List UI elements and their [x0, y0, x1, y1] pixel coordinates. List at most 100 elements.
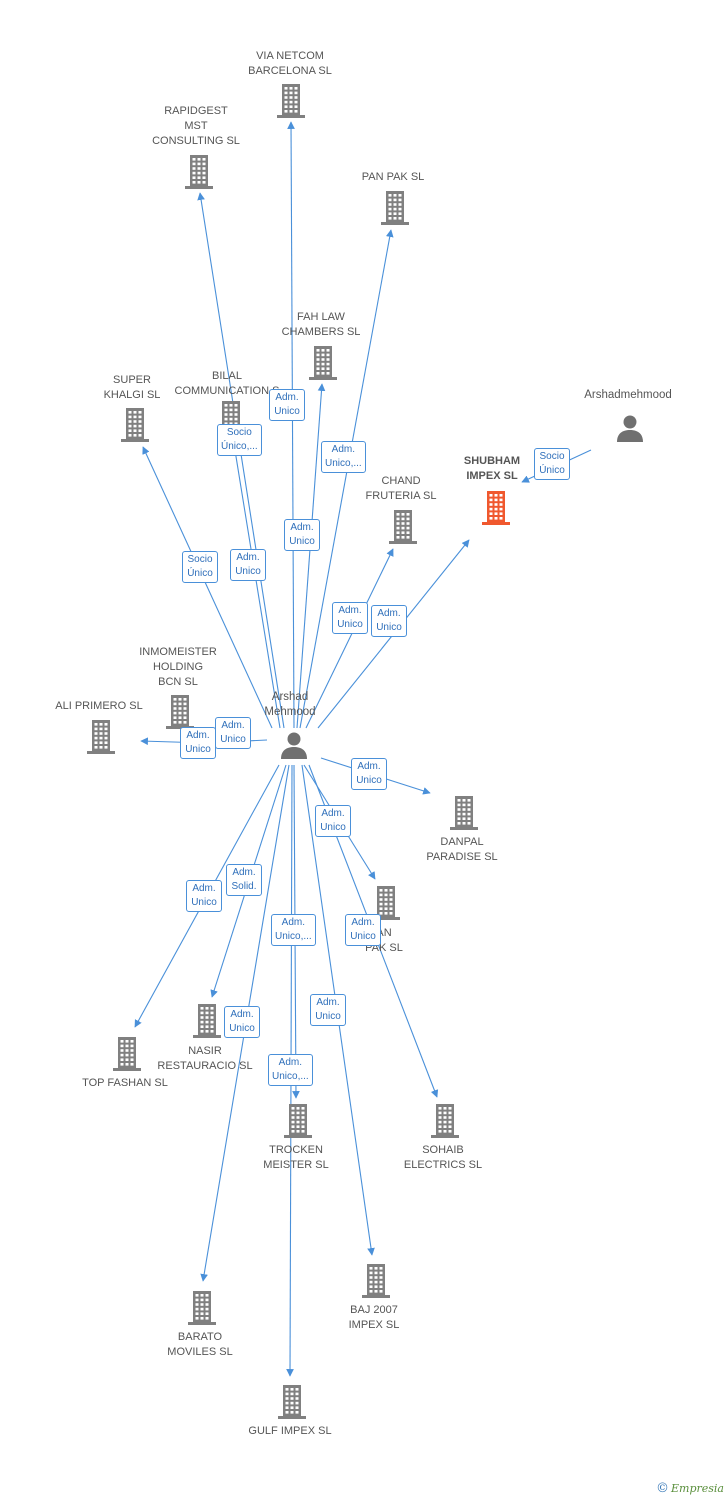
building-icon [193, 1004, 221, 1038]
company-label: VIA NETCOM BARCELONA SL [248, 50, 332, 77]
edge-label-shubham[interactable]: Adm. Unico [371, 605, 407, 637]
building-icon [450, 796, 478, 830]
company-label: GULF IMPEX SL [248, 1425, 332, 1437]
company-icon-super_khalgi[interactable] [119, 407, 151, 448]
company-icon-top_fashan[interactable] [111, 1036, 143, 1077]
edge-label-barato[interactable]: Adm. Unico [224, 1006, 260, 1038]
company-icon-pan_pak[interactable] [379, 190, 411, 231]
person-label: Arshad Mehmood [264, 691, 316, 718]
company-label: SOHAIB ELECTRICS SL [403, 1144, 483, 1171]
company-node-sohaib[interactable]: SOHAIB ELECTRICS SL [378, 1143, 508, 1173]
company-node-trocken[interactable]: TROCKEN MEISTER SL [231, 1143, 361, 1173]
edge-arshad-fah_law [296, 383, 326, 729]
company-node-ali_primero[interactable]: ALI PRIMERO SL [34, 699, 164, 714]
company-node-nasir[interactable]: NASIR RESTAURACIO SL [140, 1044, 270, 1074]
edge-label-rapidgest[interactable]: Adm. Unico [230, 549, 266, 581]
edge-arshad-chand [305, 548, 394, 729]
company-node-barato[interactable]: BARATO MOVILES SL [135, 1330, 265, 1360]
company-node-rapidgest[interactable]: RAPIDGEST MST CONSULTING SL [131, 104, 261, 149]
edge-label-nasir[interactable]: Adm. Solid. [226, 864, 262, 896]
company-label: ALI PRIMERO SL [55, 700, 143, 712]
brand-watermark: ©Empresia [656, 1481, 724, 1496]
building-icon [185, 155, 213, 189]
edge-label-ali_primero[interactable]: Adm. Unico [180, 727, 216, 759]
company-node-pan_pak[interactable]: PAN PAK SL [328, 170, 458, 185]
company-node-baj[interactable]: BAJ 2007 IMPEX SL [309, 1303, 439, 1333]
company-label: SUPER KHALGI SL [103, 374, 161, 401]
company-icon-fah_law[interactable] [307, 345, 339, 386]
edge-label-danpal[interactable]: Adm. Unico [351, 758, 387, 790]
building-icon [278, 1385, 306, 1419]
edge-label-shubham[interactable]: Socio Único [534, 448, 570, 480]
copyright-icon: © [656, 1481, 669, 1496]
person-icon [617, 415, 643, 442]
edge-arshad-via_netcom [287, 121, 295, 729]
company-icon-danpal[interactable] [448, 795, 480, 836]
edge-arshad-rapidgest [197, 192, 285, 729]
company-node-top_fashan[interactable]: TOP FASHAN SL [60, 1076, 190, 1091]
company-icon-sohaib[interactable] [429, 1103, 461, 1144]
company-node-bilal[interactable]: BILAL COMMUNICATION S [162, 369, 292, 399]
person-node-arshad[interactable]: Arshad Mehmood [225, 690, 355, 720]
edge-label-pan_pak[interactable]: Adm. Unico,... [321, 441, 366, 473]
edge-label-sohaib[interactable]: Adm. Unico [345, 914, 381, 946]
company-icon-barato[interactable] [186, 1290, 218, 1331]
company-icon-an_pak[interactable] [370, 885, 402, 926]
company-icon-shubham[interactable] [480, 490, 512, 531]
company-icon-gulf[interactable] [276, 1384, 308, 1425]
brand-logo: Empresia [671, 1482, 724, 1495]
company-node-danpal[interactable]: DANPAL PARADISE SL [397, 835, 527, 865]
building-icon [309, 346, 337, 380]
company-node-inmomeister[interactable]: INMOMEISTER HOLDING BCN SL [113, 645, 243, 690]
company-label: TROCKEN MEISTER SL [263, 1144, 329, 1171]
edge-label-inmomeister[interactable]: Adm. Unico [215, 717, 251, 749]
building-icon [431, 1104, 459, 1138]
company-label: NASIR RESTAURACIO SL [157, 1045, 253, 1072]
company-label: FAH LAW CHAMBERS SL [281, 311, 361, 338]
person-icon-arshad[interactable] [278, 729, 310, 766]
person-label: Arshadmehmood [584, 389, 672, 401]
company-icon-via_netcom[interactable] [275, 83, 307, 124]
edge-arshad-pan_pak [299, 229, 394, 729]
building-icon [389, 510, 417, 544]
company-node-fah_law[interactable]: FAH LAW CHAMBERS SL [256, 310, 386, 340]
company-node-via_netcom[interactable]: VIA NETCOM BARCELONA SL [225, 49, 355, 79]
company-node-super_khalgi[interactable]: SUPER KHALGI SL [67, 373, 197, 403]
edge-label-trocken[interactable]: Adm. Unico,... [271, 914, 316, 946]
company-node-chand[interactable]: CHAND FRUTERIA SL [336, 474, 466, 504]
company-icon-nasir[interactable] [191, 1003, 223, 1044]
company-label: PAN PAK SL [361, 171, 425, 183]
company-node-shubham[interactable]: SHUBHAM IMPEX SL [427, 454, 557, 484]
building-icon [362, 1264, 390, 1298]
company-label: INMOMEISTER HOLDING BCN SL [139, 646, 217, 688]
edge-label-baj[interactable]: Adm. Unico [310, 994, 346, 1026]
company-label: SHUBHAM IMPEX SL [463, 455, 521, 482]
building-icon [381, 191, 409, 225]
person-icon-arshadmehmood[interactable] [614, 412, 646, 449]
building-icon [113, 1037, 141, 1071]
company-label: CHAND FRUTERIA SL [365, 475, 437, 502]
building-icon [121, 408, 149, 442]
company-icon-ali_primero[interactable] [85, 719, 117, 760]
company-node-an_pak[interactable]: AN PAK SL [319, 926, 449, 956]
edge-label-bilal[interactable]: Socio Único,... [217, 424, 262, 456]
edge-label-chand[interactable]: Adm. Unico [332, 602, 368, 634]
company-node-gulf[interactable]: GULF IMPEX SL [225, 1424, 355, 1439]
edge-label-via_netcom[interactable]: Adm. Unico [269, 389, 305, 421]
edge-label-an_pak[interactable]: Adm. Unico [315, 805, 351, 837]
company-label: BAJ 2007 IMPEX SL [348, 1304, 400, 1331]
edge-label-fah_law[interactable]: Adm. Unico [284, 519, 320, 551]
person-node-arshadmehmood[interactable]: Arshadmehmood [563, 388, 693, 403]
company-icon-baj[interactable] [360, 1263, 392, 1304]
edge-arshad-super_khalgi [142, 446, 273, 729]
edge-label-top_fashan[interactable]: Adm. Unico [186, 880, 222, 912]
edge-label-super_khalgi[interactable]: Socio Único [182, 551, 218, 583]
building-icon [188, 1291, 216, 1325]
company-icon-rapidgest[interactable] [183, 154, 215, 195]
company-label: BARATO MOVILES SL [167, 1331, 233, 1358]
company-label: TOP FASHAN SL [82, 1077, 168, 1089]
edge-label-gulf[interactable]: Adm. Unico,... [268, 1054, 313, 1086]
company-icon-chand[interactable] [387, 509, 419, 550]
company-icon-trocken[interactable] [282, 1103, 314, 1144]
